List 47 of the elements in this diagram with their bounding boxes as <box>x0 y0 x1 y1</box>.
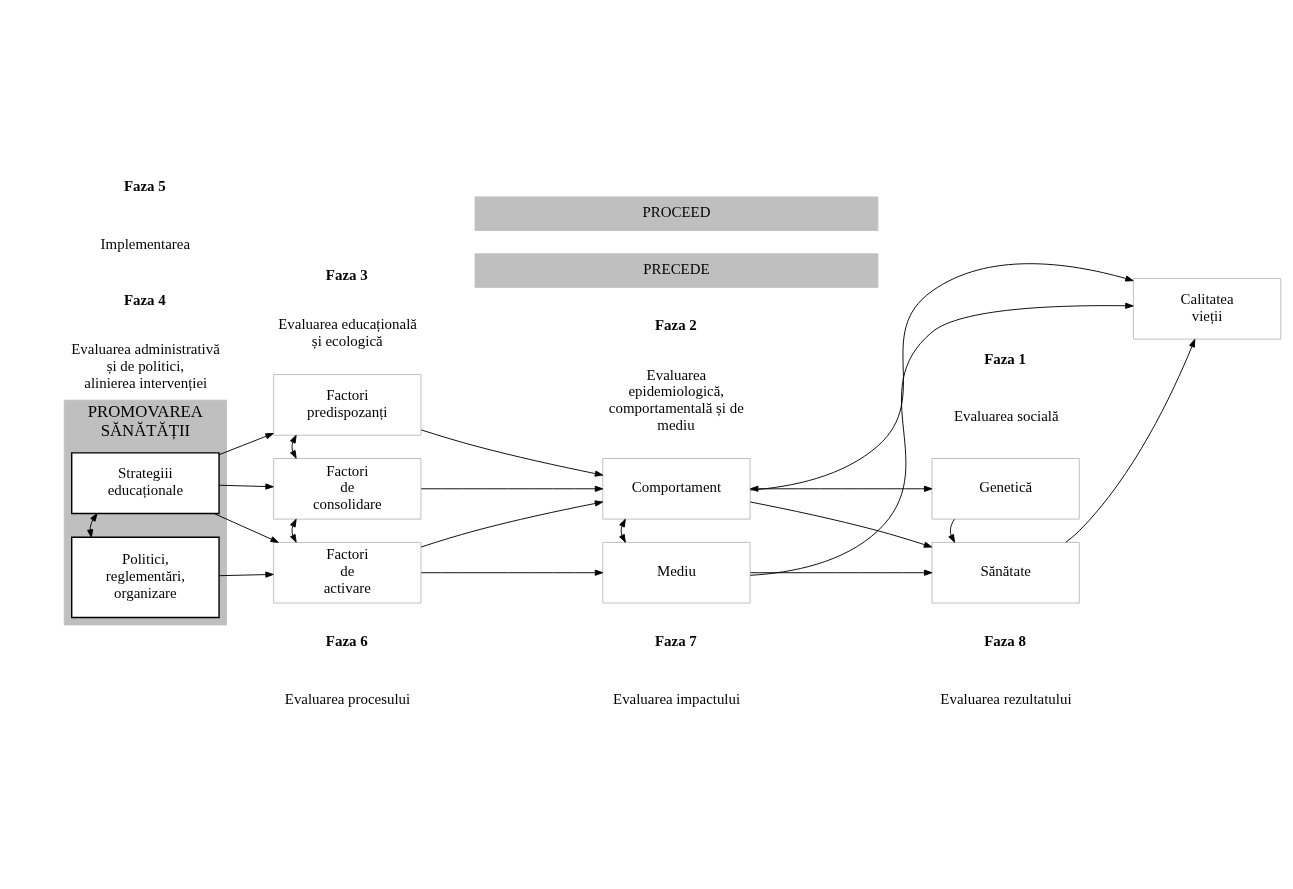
arrow <box>87 513 98 538</box>
node-box: Politici, reglementări, organizare <box>71 536 220 619</box>
arrow <box>290 518 297 543</box>
arrow <box>619 518 626 543</box>
node-box: Strategiii educaționale <box>71 452 220 515</box>
arrow <box>749 263 1134 491</box>
node-box: PROCEED <box>474 196 879 231</box>
node-box: Factori de consolidare <box>273 458 422 520</box>
label: Evaluarea procesului <box>284 691 411 708</box>
arrow <box>948 518 955 543</box>
arrow <box>218 433 274 456</box>
node-box: Comportament <box>602 458 751 520</box>
arrow <box>750 485 933 492</box>
label: Evaluarea rezultatului <box>940 691 1072 708</box>
label: Evaluarea administrativă și de politici, alinierea intervenției <box>71 341 220 391</box>
label: Faza 8 <box>984 633 1027 650</box>
arrow <box>420 500 604 548</box>
node-box: Genetică <box>931 458 1080 520</box>
arrow <box>749 501 933 548</box>
label: Faza 2 <box>655 317 697 334</box>
label: Evaluarea impactului <box>613 691 741 708</box>
arrow <box>290 434 297 459</box>
arrow <box>218 483 274 490</box>
node-box: Mediu <box>602 541 751 604</box>
label: Evaluarea epidemiologică, comportamentală și de mediu <box>608 366 744 433</box>
node-box: PRECEDE <box>474 253 879 288</box>
label: Faza 6 <box>325 633 368 650</box>
label: Faza 7 <box>655 633 697 650</box>
node-box: Factori de activare <box>273 541 422 604</box>
node-box: Calitatea vieții <box>1132 278 1282 340</box>
label: Implementarea <box>100 235 191 252</box>
label: Evaluarea socială <box>953 408 1059 425</box>
label: Evaluarea educațională și ecologică <box>278 316 417 349</box>
label: Faza 1 <box>984 350 1027 367</box>
label: Faza 3 <box>325 266 368 283</box>
arrow <box>749 302 1134 576</box>
node-box: Factori predispozanți <box>273 374 422 436</box>
arrow <box>420 429 604 477</box>
label: Faza 4 <box>123 291 166 308</box>
arrow <box>1065 338 1196 543</box>
arrow <box>218 571 274 578</box>
label: Faza 5 <box>123 178 166 195</box>
arrow <box>750 569 933 576</box>
node-box: Sănătate <box>931 541 1080 604</box>
arrow <box>420 485 604 492</box>
arrow <box>213 513 279 543</box>
arrow <box>420 569 604 576</box>
